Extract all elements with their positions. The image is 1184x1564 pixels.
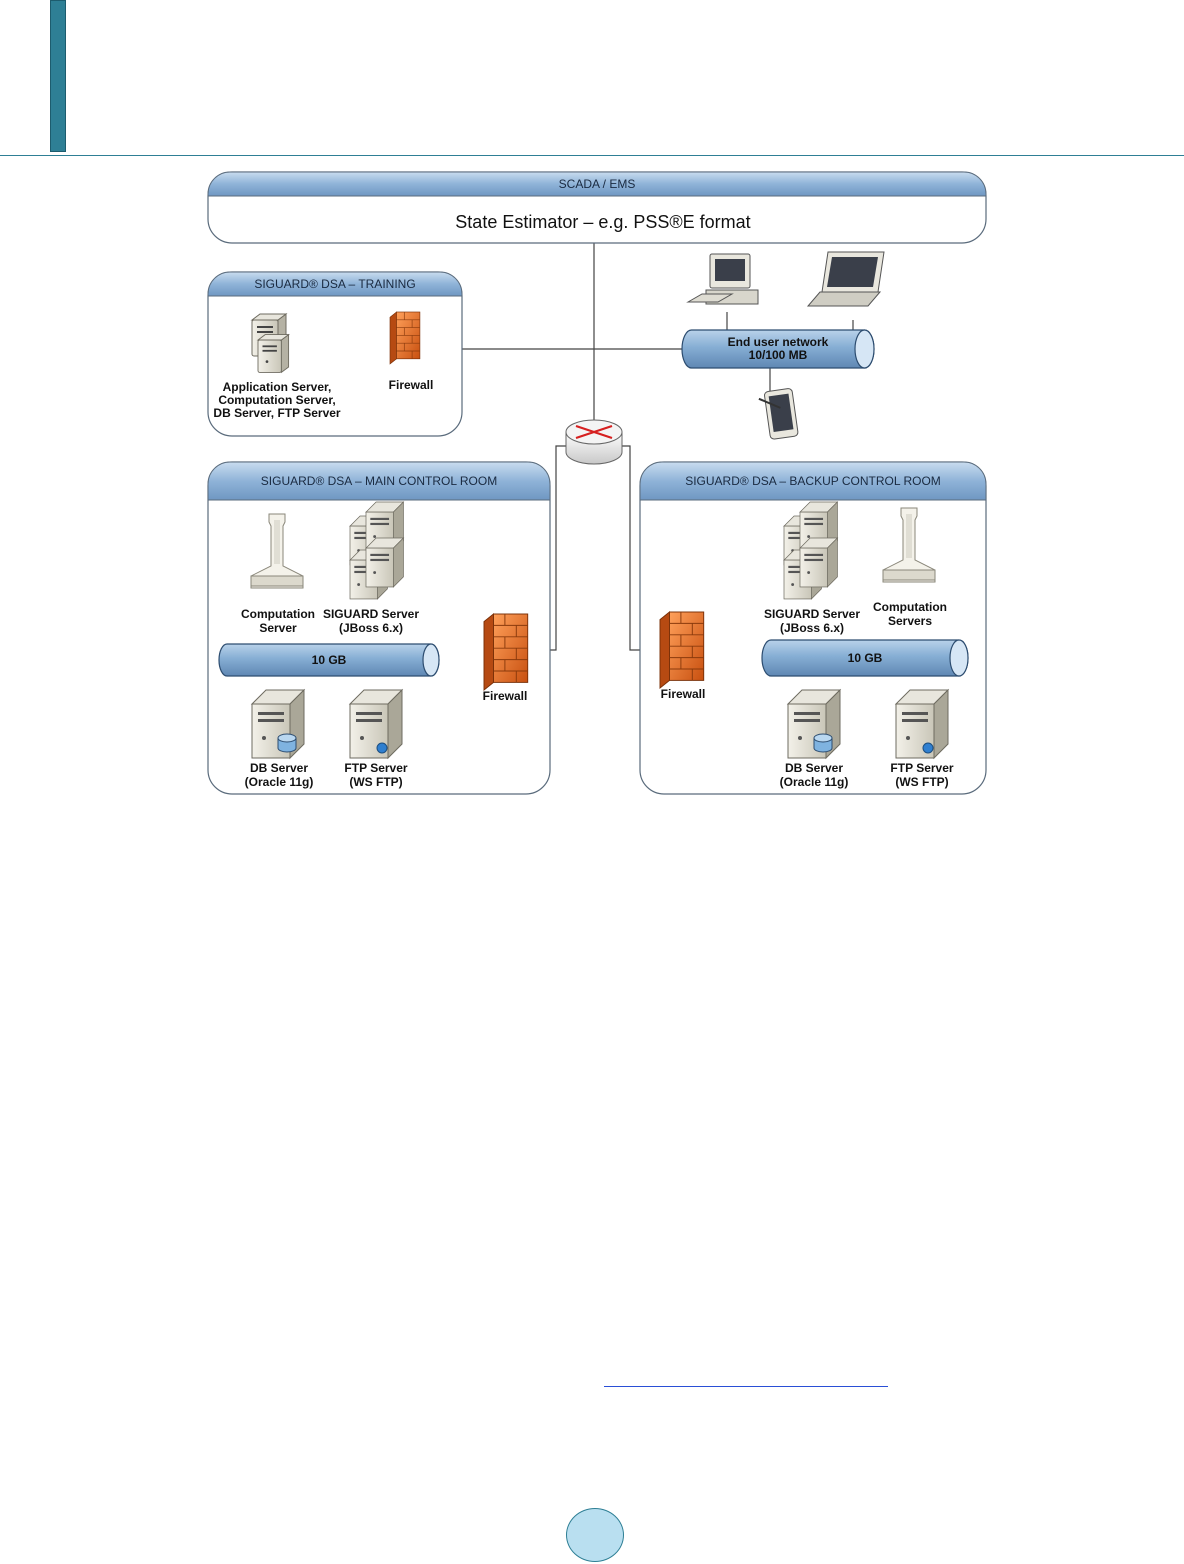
training-server-label-line-2: Computation Server, xyxy=(218,393,335,407)
backup-ftp-label-line-2: (WS FTP) xyxy=(895,775,948,789)
end-user-network-bus-end-cap xyxy=(854,329,875,369)
end-user-network-label-line-1: End user network xyxy=(728,335,829,349)
hyperlink-underline[interactable] xyxy=(604,1386,888,1387)
panel-training-title: SIGUARD® DSA – TRAINING xyxy=(254,277,415,291)
training-server-label-line-3: DB Server, FTP Server xyxy=(213,406,341,420)
main-ftp-server-icon xyxy=(349,689,403,759)
backup-db-label-line-2: (Oracle 11g) xyxy=(780,775,849,789)
backup-siguard-label-line-2: (JBoss 6.x) xyxy=(780,621,844,635)
backup-ftp-server-icon xyxy=(895,689,949,759)
backup-ftp-label-line-1: FTP Server xyxy=(890,761,953,775)
main-firewall-label: Firewall xyxy=(483,689,528,703)
training-firewall-label: Firewall xyxy=(389,378,434,392)
backup-computation-label-line-1: Computation xyxy=(873,600,947,614)
main-ftp-globe-icon xyxy=(376,742,388,754)
main-firewall-icon xyxy=(483,613,529,691)
backup-siguard-label-line-1: SIGUARD Server xyxy=(764,607,860,621)
main-bus-end-cap xyxy=(422,643,440,677)
panel-backup-title: SIGUARD® DSA – BACKUP CONTROL ROOM xyxy=(685,474,941,488)
panel-scada-title: SCADA / EMS xyxy=(559,177,636,191)
laptop-icon xyxy=(806,251,885,307)
main-ftp-label-line-1: FTP Server xyxy=(344,761,407,775)
desktop-computer-icon xyxy=(686,253,759,305)
end-user-network-label-line-2: 10/100 MB xyxy=(749,348,808,362)
backup-computation-label-line-2: Servers xyxy=(888,614,932,628)
main-db-label-line-1: DB Server xyxy=(250,761,308,775)
main-bus-label: 10 GB xyxy=(312,653,347,667)
main-computation-label-line-1: Computation xyxy=(241,607,315,621)
backup-db-label-line-1: DB Server xyxy=(785,761,843,775)
training-firewall-icon xyxy=(389,311,421,365)
backup-siguard-server-icon-4 xyxy=(799,537,838,588)
backup-firewall-icon xyxy=(659,611,705,689)
tablet-icon xyxy=(758,388,799,440)
main-computation-label-line-2: Server xyxy=(259,621,297,635)
main-siguard-label-line-1: SIGUARD Server xyxy=(323,607,419,621)
backup-ftp-globe-icon xyxy=(922,742,934,754)
panel-main-title: SIGUARD® DSA – MAIN CONTROL ROOM xyxy=(261,474,497,488)
header-rule xyxy=(0,155,1184,156)
panel-main-header xyxy=(207,461,551,501)
panel-scada-subtitle: State Estimator – e.g. PSS®E format xyxy=(455,212,750,232)
panel-training-header xyxy=(207,271,463,297)
page-number-badge xyxy=(566,1508,624,1562)
header-accent-bar xyxy=(50,0,66,152)
backup-firewall-label: Firewall xyxy=(661,687,706,701)
main-ftp-label-line-2: (WS FTP) xyxy=(349,775,402,789)
training-server-icon-2 xyxy=(257,334,290,373)
main-db-label-line-2: (Oracle 11g) xyxy=(245,775,314,789)
backup-bus-label: 10 GB xyxy=(848,651,883,665)
router-icon xyxy=(565,419,623,465)
main-siguard-server-icon-4 xyxy=(365,537,404,588)
backup-db-cylinder-top xyxy=(813,733,833,743)
panel-scada-header xyxy=(207,171,987,197)
panel-backup-header xyxy=(639,461,987,501)
main-db-cylinder-top xyxy=(277,733,297,743)
backup-bus-end-cap xyxy=(949,639,969,677)
main-siguard-label-line-2: (JBoss 6.x) xyxy=(339,621,403,635)
training-server-label-line-1: Application Server, xyxy=(223,380,332,394)
